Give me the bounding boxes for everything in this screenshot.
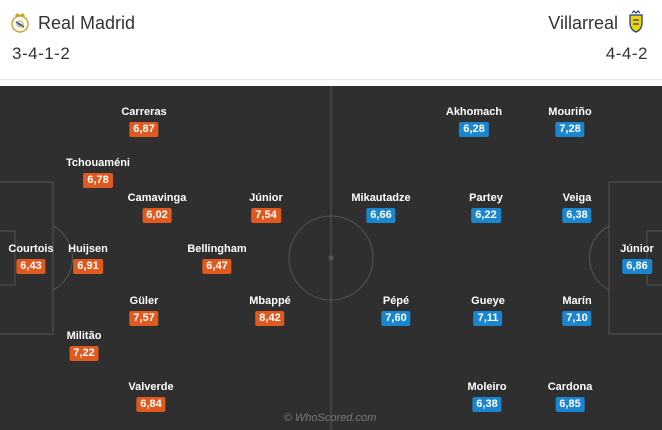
player-rating: 7,60: [381, 311, 411, 326]
player-name: Mbappé: [249, 295, 291, 307]
home-formation: 3-4-1-2: [12, 44, 71, 63]
player-name: Moleiro: [467, 381, 507, 393]
player-name: Camavinga: [127, 192, 187, 204]
player-rating: 6,85: [555, 397, 585, 412]
player-rating: 6,38: [562, 208, 592, 223]
player-name: Huijsen: [68, 243, 108, 255]
player-rating: 6,47: [202, 259, 232, 274]
player-rating: 6,91: [73, 259, 103, 274]
player-rating: 6,78: [83, 173, 113, 188]
player-name: Gueye: [471, 295, 505, 307]
player-name: Mouriño: [548, 106, 592, 118]
away-player-pepe[interactable]: Pépé 7,60: [381, 295, 411, 326]
player-name: Júnior: [620, 243, 654, 255]
away-player-marin[interactable]: Marín 7,10: [562, 295, 592, 326]
player-rating: 6,87: [129, 122, 159, 137]
home-player-militao[interactable]: Militão 7,22: [66, 330, 102, 361]
pitch: Courtois 6,43 Carreras 6,87 Tchouaméni 6…: [0, 86, 662, 430]
home-team-name[interactable]: Real Madrid: [38, 13, 136, 33]
home-player-huijsen[interactable]: Huijsen 6,91: [68, 243, 108, 274]
player-rating: 6,43: [16, 259, 46, 274]
player-rating: 6,84: [136, 397, 166, 412]
away-player-moleiro[interactable]: Moleiro 6,38: [467, 381, 507, 412]
player-rating: 7,54: [251, 208, 281, 223]
home-player-mbappe[interactable]: Mbappé 8,42: [249, 295, 291, 326]
home-player-junior[interactable]: Júnior 7,54: [249, 192, 283, 223]
away-player-akhomach[interactable]: Akhomach 6,28: [446, 106, 502, 137]
away-player-partey[interactable]: Partey 6,22: [469, 192, 503, 223]
player-name: Courtois: [8, 243, 54, 255]
player-rating: 6,22: [471, 208, 501, 223]
player-rating: 7,57: [129, 311, 159, 326]
player-name: Júnior: [249, 192, 283, 204]
home-player-carreras[interactable]: Carreras 6,87: [121, 106, 167, 137]
away-player-junior[interactable]: Júnior 6,86: [620, 243, 654, 274]
away-player-mourino[interactable]: Mouriño 7,28: [548, 106, 592, 137]
player-rating: 7,10: [562, 311, 592, 326]
player-rating: 6,86: [622, 259, 652, 274]
player-rating: 6,28: [459, 122, 489, 137]
real-madrid-crest-icon: [11, 13, 29, 33]
home-player-camavinga[interactable]: Camavinga 6,02: [127, 192, 187, 223]
home-player-guler[interactable]: Güler 7,57: [129, 295, 159, 326]
away-player-cardona[interactable]: Cardona 6,85: [547, 381, 593, 412]
away-team-name[interactable]: Villarreal: [548, 13, 618, 33]
player-rating: 6,66: [366, 208, 396, 223]
player-rating: 7,22: [69, 346, 99, 361]
villarreal-crest-icon: [629, 10, 643, 33]
whoscored-watermark: © WhoScored.com: [283, 412, 377, 424]
away-formation: 4-4-2: [605, 44, 648, 63]
home-player-valverde[interactable]: Valverde 6,84: [128, 381, 174, 412]
player-name: Güler: [129, 295, 159, 307]
player-rating: 7,11: [473, 311, 503, 326]
home-player-tchouameni[interactable]: Tchouaméni 6,78: [66, 157, 130, 188]
player-name: Valverde: [128, 381, 174, 393]
player-name: Cardona: [547, 381, 593, 393]
home-player-bellingham[interactable]: Bellingham 6,47: [187, 243, 247, 274]
player-name: Marín: [562, 295, 592, 307]
away-player-veiga[interactable]: Veiga 6,38: [562, 192, 592, 223]
player-rating: 7,28: [555, 122, 585, 137]
player-name: Militão: [66, 330, 102, 342]
player-name: Akhomach: [445, 106, 503, 118]
away-player-mikautadze[interactable]: Mikautadze 6,66: [351, 192, 411, 223]
match-header: Real Madrid 3-4-1-2 Villarreal 4-4-2: [0, 0, 662, 80]
player-name: Bellingham: [187, 243, 247, 255]
player-rating: 6,02: [142, 208, 172, 223]
player-rating: 6,38: [472, 397, 502, 412]
player-name: Mikautadze: [351, 192, 411, 204]
pitch-markings: [0, 86, 662, 430]
player-rating: 8,42: [255, 311, 285, 326]
header-divider: [0, 79, 662, 80]
player-name: Pépé: [382, 295, 410, 307]
player-name: Veiga: [562, 192, 592, 204]
away-player-gueye[interactable]: Gueye 7,11: [471, 295, 505, 326]
player-name: Tchouaméni: [66, 157, 130, 169]
player-name: Carreras: [121, 106, 167, 118]
player-name: Partey: [469, 192, 503, 204]
home-player-courtois[interactable]: Courtois 6,43: [8, 243, 54, 274]
